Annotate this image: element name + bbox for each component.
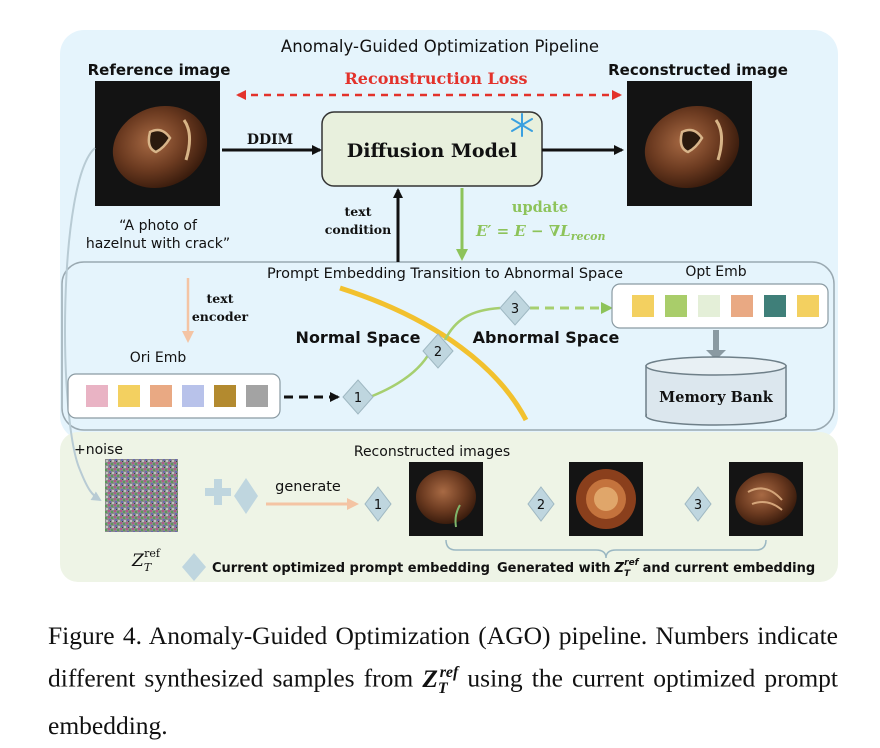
ori-emb-squares [86, 385, 268, 407]
optSquares-square-3 [698, 295, 720, 317]
opt-emb-squares [632, 295, 819, 317]
generated-image-3 [729, 462, 803, 536]
trajectory-1-2 [369, 351, 432, 399]
text-encoder-line2: encoder [192, 309, 249, 324]
optSquares-square-1 [632, 295, 654, 317]
step-3-diamond: 3 [499, 290, 531, 326]
pipeline-diagram: Anomaly-Guided Optimization Pipeline Ref… [60, 30, 838, 582]
abnormal-space-label: Abnormal Space [473, 328, 620, 347]
noise-image [105, 459, 178, 532]
generated-image-1 [409, 462, 483, 536]
oriSquares-square-4 [182, 385, 204, 407]
gen-3-diamond: 3 [684, 486, 712, 522]
generate-label: generate [275, 479, 341, 495]
caption-text-after: using the current optimized prompt embed… [48, 663, 838, 740]
svg-text:1: 1 [354, 391, 362, 406]
svg-text:1: 1 [374, 498, 382, 513]
memory-bank-label: Memory Bank [659, 389, 774, 406]
reconstructed-images-label: Reconstructed images [354, 444, 510, 460]
ori-emb-label: Ori Emb [130, 350, 187, 366]
update-label: update [512, 199, 568, 216]
space-boundary-curve [339, 285, 529, 422]
step-1-diamond: 1 [342, 379, 374, 415]
pipeline-title: Anomaly-Guided Optimization Pipeline [281, 37, 599, 56]
oriSquares-square-1 [86, 385, 108, 407]
prompt-text-line1: “A photo of [119, 218, 198, 234]
trajectory-2-3 [443, 306, 501, 341]
memory-bank-cylinder [645, 356, 787, 426]
noise-label: +noise [74, 442, 123, 458]
reconstructed-image-label: Reconstructed image [608, 61, 788, 79]
opt-emb-label: Opt Emb [685, 264, 746, 280]
generated-image-2 [569, 462, 643, 536]
prompt-text-line2: hazelnut with crack” [86, 236, 230, 252]
svg-text:2: 2 [537, 498, 545, 513]
plus-icon [205, 479, 231, 505]
text-encoder-line1: text [207, 291, 234, 306]
optSquares-square-4 [731, 295, 753, 317]
frozen-snowflake-icon [511, 113, 533, 137]
svg-text:3: 3 [694, 498, 702, 513]
oriSquares-square-3 [150, 385, 172, 407]
optSquares-square-2 [665, 295, 687, 317]
gen-1-diamond: 1 [364, 486, 392, 522]
generated-bracket [445, 539, 767, 559]
reconstructed-image [627, 81, 752, 206]
svg-text:2: 2 [434, 345, 442, 360]
diffusion-model-label: Diffusion Model [347, 140, 517, 162]
ddim-label: DDIM [247, 132, 293, 148]
svg-text:3: 3 [511, 302, 519, 317]
oriSquares-square-2 [118, 385, 140, 407]
text-condition-line1: text [345, 204, 372, 219]
embedding-diamond [234, 478, 258, 514]
reference-image-label: Reference image [88, 61, 231, 79]
normal-space-label: Normal Space [296, 328, 421, 347]
z-ref-label: ZTref [131, 547, 161, 574]
legend-diamond-icon [182, 553, 206, 581]
step-2-diamond: 2 [422, 333, 454, 369]
caption-math: ZTref [422, 663, 459, 697]
reconstruction-loss-label: Reconstruction Loss [344, 69, 527, 88]
oriSquares-square-5 [214, 385, 236, 407]
optSquares-square-6 [797, 295, 819, 317]
oriSquares-square-6 [246, 385, 268, 407]
reference-image [95, 81, 220, 206]
legend-label: Current optimized prompt embedding [212, 561, 490, 576]
transition-title: Prompt Embedding Transition to Abnormal … [267, 266, 623, 282]
optSquares-square-5 [764, 295, 786, 317]
update-formula: E′ = E − ∇Lrecon [475, 222, 606, 243]
gen-2-diamond: 2 [527, 486, 555, 522]
text-condition-line2: condition [325, 222, 391, 237]
figure-caption: Figure 4. Anomaly-Guided Optimization (A… [48, 617, 838, 744]
opt-to-memory-arrowhead [706, 350, 726, 360]
caption-text-before: Figure 4. Anomaly-Guided Optimization (A… [48, 621, 838, 693]
